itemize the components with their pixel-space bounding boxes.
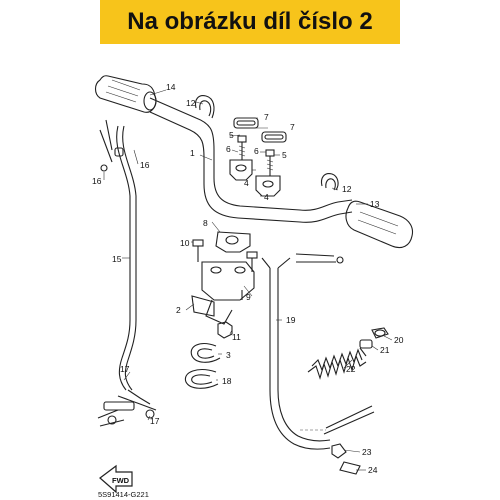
brake-rod [300,405,375,435]
clip-18 [184,369,219,389]
clip-3 [190,343,221,363]
callout-23: 23 [362,447,372,457]
holder-right [255,175,281,197]
callout-5a: 5 [229,130,234,140]
callout-3: 3 [226,350,231,360]
callout-14: 14 [166,82,176,92]
bolt-left [237,135,247,160]
callout-9: 9 [246,292,251,302]
callout-13: 13 [370,199,380,209]
callout-22: 22 [346,364,356,374]
handlebar [149,97,353,223]
cable-lower-end [97,389,157,427]
throttle-cable [99,119,137,391]
callout-1: 1 [190,148,195,158]
part-24 [339,461,361,475]
callout-labels: 1 2 3 4 4 5 5 6 6 7 7 8 9 10 11 12 12 13… [92,82,404,475]
callout-17b: 17 [150,416,160,426]
clamp-bracket-right [320,173,339,191]
right-grip [345,200,414,249]
holder-left [229,159,253,181]
callout-17a: 17 [120,364,130,374]
part-21 [359,339,373,349]
upper-clamp-left [233,117,259,129]
part-23 [331,443,347,459]
brake-cable [261,253,344,450]
callout-4a: 4 [244,178,249,188]
callout-20: 20 [394,335,404,345]
caption-text: Na obrázku díl číslo 2 [127,8,373,35]
callout-19: 19 [286,315,296,325]
cable-adjuster-16 [100,147,124,172]
riser [192,231,258,272]
clamp-bracket-left [194,95,215,119]
upper-clamp-right [261,131,287,143]
callout-21: 21 [380,345,390,355]
callout-10: 10 [180,238,190,248]
callout-4b: 4 [264,192,269,202]
callout-18: 18 [222,376,232,386]
callout-6b: 6 [254,146,259,156]
nut-11 [217,321,233,339]
callout-16b: 16 [92,176,102,186]
callout-7a: 7 [264,112,269,122]
callout-12b: 12 [342,184,352,194]
callout-12a: 12 [186,98,196,108]
spring-22 [307,347,367,380]
callout-11: 11 [232,332,241,342]
leader-lines [103,89,393,471]
left-grip [94,75,157,113]
callout-15: 15 [112,254,122,264]
callout-7b: 7 [290,122,295,132]
steering-bracket [191,261,255,325]
callout-6a: 6 [226,144,231,154]
callout-5b: 5 [282,150,287,160]
fwd-arrow-icon: FWD [99,464,133,494]
callout-8: 8 [203,218,208,228]
bolt-right [265,149,275,176]
callout-16a: 16 [140,160,150,170]
part-20 [371,327,389,339]
caption-banner: Na obrázku díl číslo 2 [100,0,400,44]
fwd-label: FWD [112,476,130,485]
callout-24: 24 [368,465,378,475]
diagram-code: 5S91414-G221 [98,490,149,499]
callout-2: 2 [176,305,181,315]
